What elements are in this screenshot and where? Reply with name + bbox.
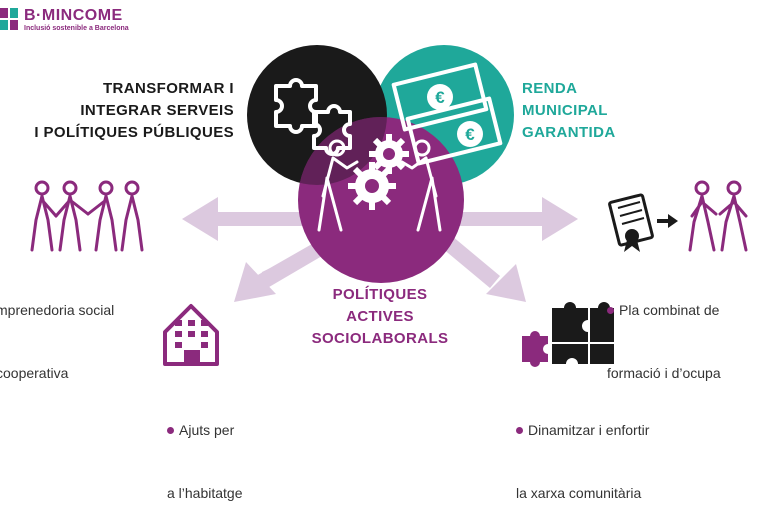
heading-transformar-line3: I POLÍTIQUES PÚBLIQUES	[34, 124, 234, 141]
caption-habitatge-line1: Ajuts per	[179, 422, 235, 438]
heading-transformar: TRANSFORMAR I INTEGRAR SERVEIS I POLÍTIQ…	[20, 78, 234, 144]
heading-transformar-line1: TRANSFORMAR I	[102, 80, 234, 97]
heading-renda-line1: RENDA	[522, 80, 578, 97]
people-handshake-icon	[30, 180, 144, 252]
arrow-left	[182, 197, 302, 241]
caption-emprenedoria-line1: mprenedoria social	[0, 302, 115, 318]
bullet-dot	[607, 307, 614, 314]
euro-bills-icon	[391, 62, 503, 166]
heading-politiques-line1: POLÍTIQUES	[332, 286, 428, 303]
caption-emprenedoria-line2: cooperativa	[0, 365, 69, 381]
caption-habitatge-line2: a l’habitatge	[167, 485, 243, 501]
arrow-down-left	[234, 244, 322, 302]
logo-title: B·MINCOME	[24, 7, 123, 24]
heading-transformar-line2: INTEGRAR SERVEIS	[80, 102, 234, 119]
caption-pla-combinat: Pla combinat de formació i d’ocupa	[607, 258, 721, 405]
bullet-dot	[516, 427, 523, 434]
bullet-dot	[167, 427, 174, 434]
arrows	[182, 197, 578, 302]
puzzle-network-icon	[522, 302, 616, 367]
puzzle-icon	[274, 78, 352, 156]
arrow-right	[458, 197, 578, 241]
caption-habitatge: Ajuts per a l’habitatge	[167, 378, 243, 525]
svg-text:€: €	[465, 125, 475, 144]
caption-emprenedoria: mprenedoria social cooperativa	[0, 258, 114, 405]
arrow-small-icon	[657, 214, 678, 228]
certificate-icon	[608, 193, 654, 252]
heading-renda-line2: MUNICIPAL	[522, 102, 608, 119]
logo-mark-icon	[0, 8, 18, 30]
building-icon	[163, 304, 219, 366]
heading-politiques: POLÍTIQUES ACTIVES SOCIOLABORALS	[290, 284, 470, 350]
svg-text:€: €	[435, 88, 445, 107]
gears-people-icon	[317, 134, 442, 232]
caption-pla-line2: formació i d’ocupa	[607, 365, 721, 381]
diagram-canvas: € €	[30, 45, 748, 367]
logo-subtitle: Inclusió sostenible a Barcelona	[24, 25, 129, 32]
heading-politiques-line2: ACTIVES	[346, 308, 414, 325]
heading-renda: RENDA MUNICIPAL GARANTIDA	[522, 78, 616, 144]
people-right-icon	[688, 180, 748, 252]
heading-politiques-line3: SOCIOLABORALS	[311, 330, 449, 347]
arrow-down-right	[442, 236, 526, 302]
heading-renda-line3: GARANTIDA	[522, 124, 616, 141]
caption-xarxa-line2: la xarxa comunitària	[516, 485, 642, 501]
caption-xarxa-line1: Dinamitzar i enfortir	[528, 422, 650, 438]
caption-pla-line1: Pla combinat de	[619, 302, 720, 318]
caption-xarxa: Dinamitzar i enfortir la xarxa comunitàr…	[516, 378, 649, 525]
